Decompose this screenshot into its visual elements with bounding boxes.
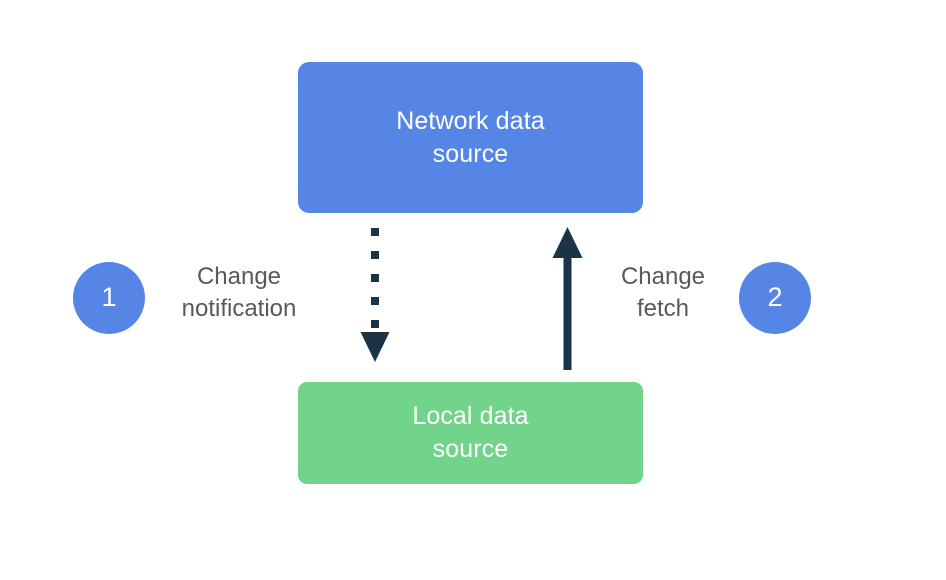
solid-up-arrow-icon (552, 227, 583, 370)
step-badge-1[interactable]: 1 (73, 262, 145, 334)
node-local-data-source-label: Local data source (412, 402, 529, 463)
step-badge-1-number: 1 (101, 281, 117, 312)
dotted-down-arrow-icon (360, 228, 390, 362)
edge-label-change-notification: Change notification (181, 263, 297, 322)
step-badge-2-number: 2 (767, 281, 783, 312)
edge-label-change-fetch: Change fetch (620, 263, 706, 322)
node-network-data-source-label: Network data source (396, 106, 545, 168)
node-local-data-source[interactable]: Local data source (298, 382, 643, 484)
step-badge-2[interactable]: 2 (739, 262, 811, 334)
node-network-data-source[interactable]: Network data source (298, 62, 643, 213)
